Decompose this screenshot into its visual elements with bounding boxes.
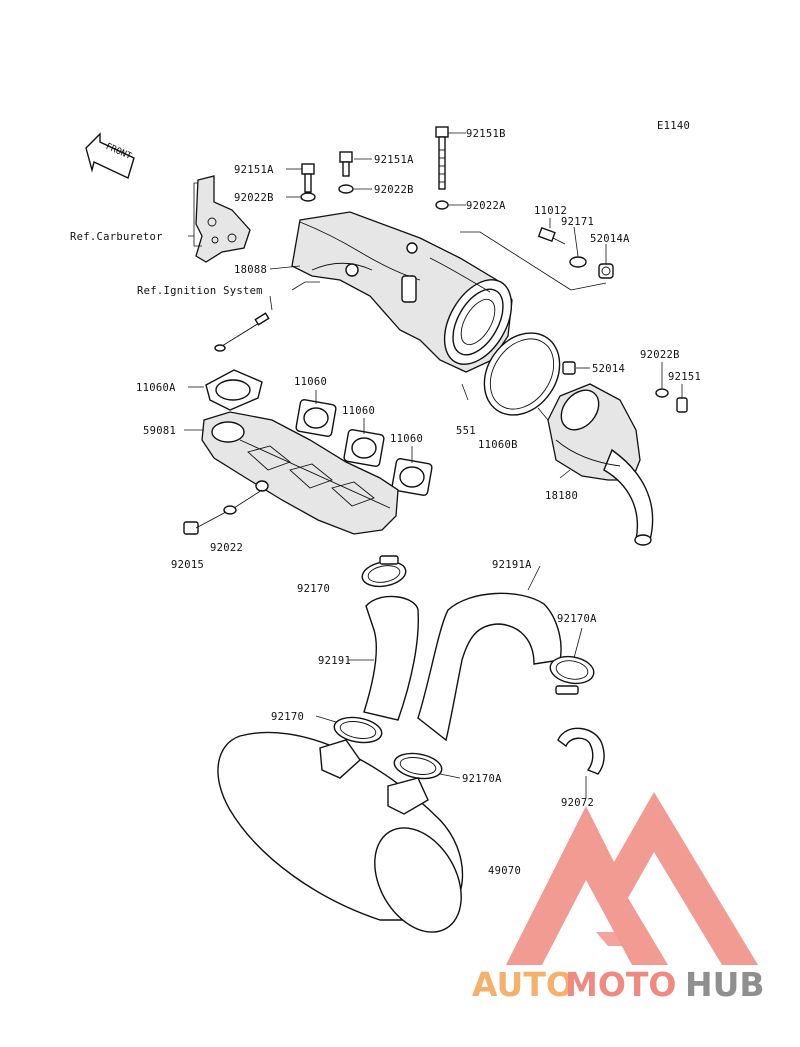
- manifold-59081: [201, 411, 399, 535]
- label-92170-top: 92170: [297, 583, 330, 595]
- label-92022B-right: 92022B: [374, 184, 414, 196]
- hose-92191: [363, 595, 420, 721]
- clamp-92170-top: [361, 555, 407, 588]
- front-arrow-icon: FRONT: [85, 132, 135, 179]
- label-49070: 49070: [488, 865, 521, 877]
- label-18180: 18180: [545, 490, 578, 502]
- clamp-92170A-right: [549, 655, 595, 695]
- part-11012: [537, 226, 566, 245]
- gasket-11060-1: [295, 399, 337, 437]
- gasket-11060A: [205, 369, 263, 411]
- clamp-92170A-mid: [393, 752, 443, 780]
- label-11060B: 11060B: [478, 439, 518, 451]
- label-11060-3: 11060: [390, 433, 423, 445]
- label-92191: 92191: [318, 655, 351, 667]
- hose-92191A: [417, 592, 562, 742]
- label-59081: 59081: [143, 425, 176, 437]
- label-92170-mid: 92170: [271, 711, 304, 723]
- gasket-11060-3: [391, 458, 433, 496]
- watermark-logo-icon: [506, 792, 758, 965]
- label-92015: 92015: [171, 559, 204, 571]
- label-92022A: 92022A: [466, 200, 506, 212]
- clamp-92170-mid: [333, 716, 383, 744]
- nut-92015: [183, 521, 199, 535]
- bolt-92151B: [435, 126, 449, 210]
- bolt-92151A-left: [300, 163, 316, 202]
- label-11060A: 11060A: [136, 382, 176, 394]
- diagram-code: E1140: [657, 120, 690, 132]
- label-11060-1: 11060: [294, 376, 327, 388]
- chamber-18180: [547, 383, 654, 546]
- label-92171: 92171: [561, 216, 594, 228]
- gasket-11060-2: [343, 429, 385, 467]
- strap-92072: [557, 727, 605, 775]
- label-11060-2: 11060: [342, 405, 375, 417]
- watermark-hub: HUB: [685, 965, 765, 1004]
- watermark-auto: AUTO: [472, 965, 574, 1004]
- label-92022B-left: 92022B: [234, 192, 274, 204]
- muffler-49070: [217, 731, 464, 933]
- watermark-moto: MOTO: [565, 965, 676, 1004]
- label-52014: 52014: [592, 363, 625, 375]
- label-92072: 92072: [561, 797, 594, 809]
- label-92191A: 92191A: [492, 559, 532, 571]
- bolt-52014: [562, 361, 576, 375]
- bolt-92151A-right: [338, 151, 354, 194]
- label-92022B-right-lower: 92022B: [640, 349, 680, 361]
- exhaust-pipe-18088: [291, 211, 513, 373]
- label-52014A: 52014A: [590, 233, 630, 245]
- label-18088: 18088: [234, 264, 267, 276]
- label-92170A-mid: 92170A: [462, 773, 502, 785]
- label-92022: 92022: [210, 542, 243, 554]
- ignition-cable: [214, 312, 270, 352]
- label-92170A-right: 92170A: [557, 613, 597, 625]
- ref-ignition-label: Ref.Ignition System: [137, 285, 263, 297]
- label-551: 551: [456, 425, 476, 437]
- part-52014A: [598, 263, 614, 279]
- part-92171: [569, 256, 587, 268]
- ref-carburetor-label: Ref.Carburetor: [70, 231, 163, 243]
- label-92151: 92151: [668, 371, 701, 383]
- label-92151A-left: 92151A: [234, 164, 274, 176]
- carburetor-bracket: [188, 175, 251, 263]
- washer-92022: [223, 505, 237, 515]
- gasket-ring-11060B: [483, 332, 561, 416]
- label-11012: 11012: [534, 205, 567, 217]
- label-92151B: 92151B: [466, 128, 506, 140]
- bolt-92151-right: [676, 397, 688, 413]
- washer-92022B-right: [655, 388, 669, 398]
- label-92151A-right: 92151A: [374, 154, 414, 166]
